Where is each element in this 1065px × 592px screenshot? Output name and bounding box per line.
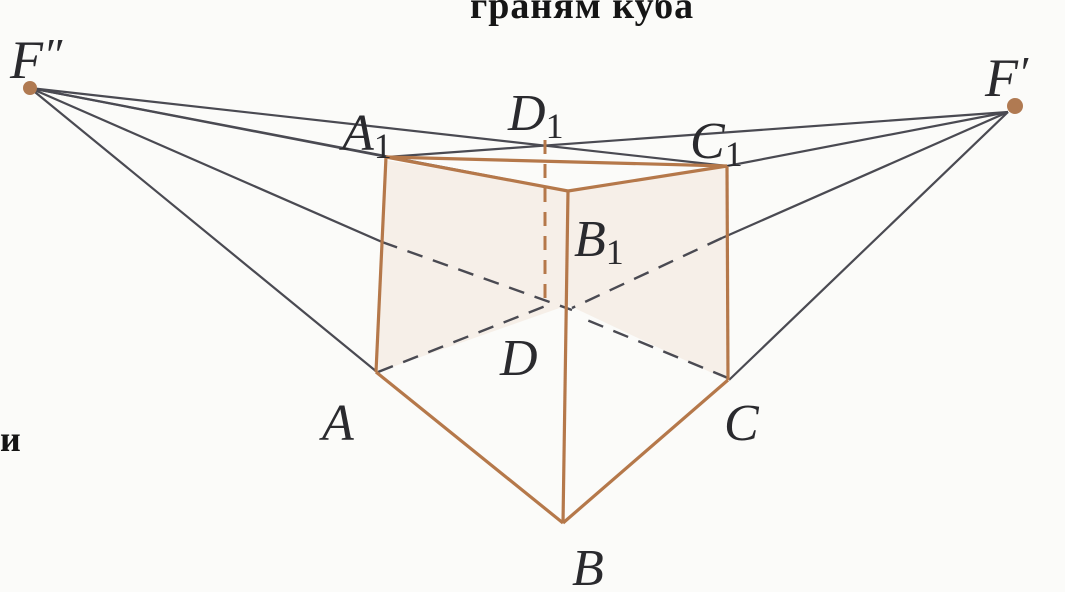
- rays-from-f-prime: [386, 110, 1009, 381]
- edge-a1-b1: [385, 155, 569, 193]
- ray-f1-a1: [386, 110, 1009, 159]
- label-c: C: [724, 395, 760, 452]
- ray-f2-a: [29, 87, 378, 373]
- edge-b-c: [561, 378, 730, 525]
- visible-edges: [374, 155, 730, 525]
- heading-text: граням куба: [470, 0, 695, 27]
- label-f-prime: F′: [984, 47, 1029, 108]
- label-a: A: [319, 395, 354, 452]
- ray-f2-left-upper: [29, 86, 383, 244]
- hidden-edges: [377, 140, 729, 380]
- side-text-fragment: и: [0, 419, 21, 459]
- edge-a-a1: [374, 156, 388, 373]
- hidden-edge-a-d: [377, 303, 549, 374]
- edge-b1-c1: [567, 164, 728, 193]
- label-b: B: [572, 540, 604, 592]
- label-f-double-prime: F″: [9, 29, 63, 90]
- label-d: D: [499, 330, 538, 387]
- ray-f1-c1: [726, 110, 1009, 168]
- point-f-prime: [1007, 98, 1023, 114]
- ray-f1-right-upper: [721, 110, 1009, 240]
- edge-a1-c1: [385, 155, 728, 168]
- edge-c-c1: [725, 165, 730, 381]
- label-a1: A1: [339, 105, 392, 166]
- label-d1: D1: [507, 85, 564, 146]
- edge-b-b1: [561, 190, 570, 524]
- ray-f2-c1: [29, 86, 728, 168]
- ray-f1-c: [728, 111, 1009, 381]
- hidden-edge-right-upper: [571, 236, 723, 310]
- label-c1: C1: [690, 113, 743, 174]
- hidden-edge-left-upper: [381, 240, 573, 312]
- label-b1: B1: [574, 211, 624, 272]
- left-face: [378, 160, 568, 372]
- point-f-double-prime: [23, 81, 37, 95]
- edge-a-b: [374, 370, 565, 525]
